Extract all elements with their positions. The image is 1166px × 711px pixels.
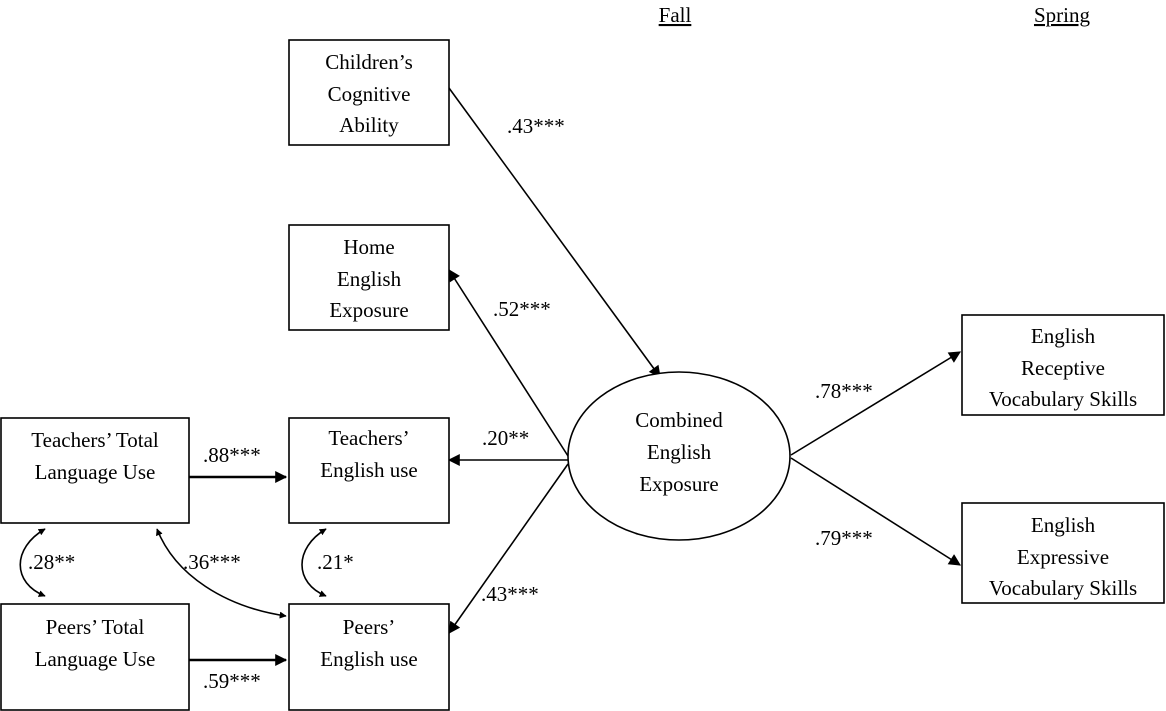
node-label: Vocabulary Skills (989, 576, 1137, 600)
cov-teachers-peers-english (301, 528, 327, 597)
node-english-expressive-vocabulary: English Expressive Vocabulary Skills (961, 502, 1165, 604)
node-label: English (1031, 513, 1096, 537)
node-label: English (647, 440, 712, 464)
label-combined-to-receptive: .78*** (815, 379, 873, 403)
node-label: Language Use (35, 647, 156, 671)
node-label: Exposure (639, 472, 718, 496)
label-teachers-total-to-teachers: .88*** (203, 443, 261, 467)
edge-combined-to-expressive (790, 457, 962, 566)
node-label: Peers’ (343, 615, 395, 639)
node-label: English use (320, 458, 417, 482)
node-label: Teachers’ (328, 426, 409, 450)
node-label: English (1031, 324, 1096, 348)
cov-teachers-total-peers-english (156, 528, 287, 619)
header-spring: Spring (1034, 3, 1091, 27)
label-cov-teachers-total-peers-english: .36*** (183, 550, 241, 574)
node-label: Children’s (325, 50, 413, 74)
label-combined-to-peers: .43*** (481, 582, 539, 606)
node-label: Ability (339, 113, 399, 137)
node-home-english-exposure: Home English Exposure (288, 224, 450, 331)
node-teachers-total-language-use: Teachers’ Total Language Use (0, 417, 190, 524)
node-english-receptive-vocabulary: English Receptive Vocabulary Skills (961, 314, 1165, 416)
label-combined-to-home: .52*** (493, 297, 551, 321)
node-label: Teachers’ Total (31, 428, 159, 452)
label-cognitive-to-combined: .43*** (507, 114, 565, 138)
edge-cognitive-to-combined (448, 87, 661, 378)
cov-teachers-peers-total (19, 528, 46, 597)
label-peers-total-to-peers: .59*** (203, 669, 261, 693)
node-label: Vocabulary Skills (989, 387, 1137, 411)
node-label: Receptive (1021, 356, 1105, 380)
node-peers-total-language-use: Peers’ Total Language Use (0, 603, 190, 711)
node-label: Expressive (1017, 545, 1109, 569)
label-cov-teachers-peers-english: .21* (317, 550, 354, 574)
node-label: English use (320, 647, 417, 671)
label-combined-to-teachers: .20** (482, 426, 529, 450)
node-peers-english-use: Peers’ English use (288, 603, 450, 711)
node-cognitive-ability: Children’s Cognitive Ability (288, 39, 450, 146)
node-label: Peers’ Total (46, 615, 145, 639)
node-label: Home (343, 235, 394, 259)
node-label: Exposure (329, 298, 408, 322)
node-label: Combined (635, 408, 723, 432)
edge-combined-to-home (448, 268, 569, 457)
edge-combined-to-peers (448, 463, 569, 634)
header-fall: Fall (659, 3, 692, 27)
label-combined-to-expressive: .79*** (815, 526, 873, 550)
node-label: Cognitive (328, 82, 411, 106)
label-cov-teachers-peers-total: .28** (28, 550, 75, 574)
node-label: English (337, 267, 402, 291)
node-teachers-english-use: Teachers’ English use (288, 417, 450, 524)
node-combined-english-exposure: Combined English Exposure (567, 371, 791, 541)
edge-combined-to-receptive (790, 351, 962, 456)
node-label: Language Use (35, 460, 156, 484)
